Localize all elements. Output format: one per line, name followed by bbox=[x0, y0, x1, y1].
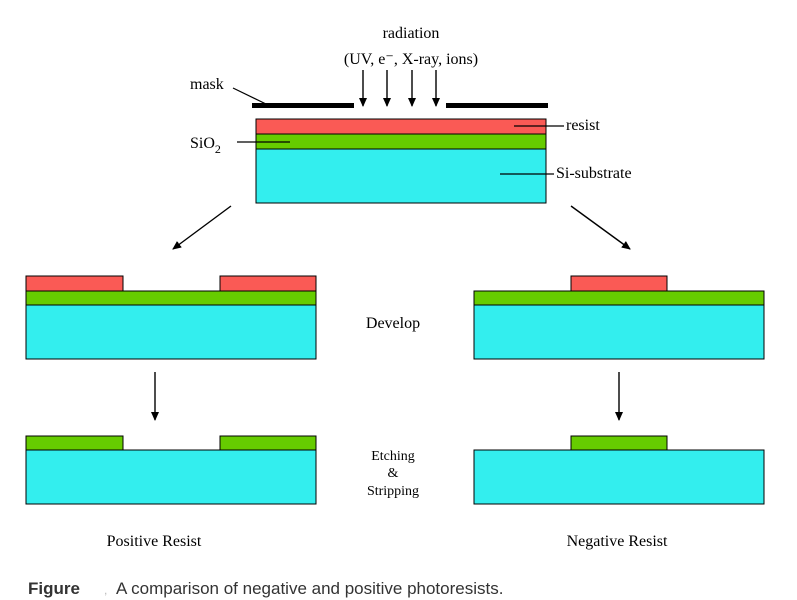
neg-etch-substrate bbox=[473, 449, 765, 505]
initial-stack bbox=[255, 118, 547, 204]
substrate-label: Si-substrate bbox=[556, 165, 632, 182]
etching-label: Etching bbox=[371, 449, 415, 464]
mask-left-plate bbox=[252, 103, 354, 108]
neg-dev-substrate bbox=[473, 304, 765, 360]
positive-etched-stack bbox=[25, 435, 317, 505]
negative-develop-stack bbox=[473, 275, 765, 360]
mask-right-plate bbox=[446, 103, 548, 108]
figure-caption-text: A comparison of negative and positive ph… bbox=[116, 579, 503, 598]
top-sio2-layer bbox=[255, 133, 547, 150]
pos-dev-resist-right bbox=[219, 275, 317, 292]
arrow-to-negative bbox=[570, 205, 631, 250]
pos-etch-sio2-right bbox=[219, 435, 317, 451]
negative-etched-stack bbox=[473, 435, 765, 505]
pos-dev-resist-left bbox=[25, 275, 124, 292]
top-substrate-layer bbox=[255, 148, 547, 204]
positive-develop-stack bbox=[25, 275, 317, 360]
pos-dev-sio2 bbox=[25, 290, 317, 306]
neg-etch-sio2-center bbox=[570, 435, 668, 451]
develop-label: Develop bbox=[366, 315, 420, 332]
neg-dev-resist-center bbox=[570, 275, 668, 292]
radiation-arrows bbox=[359, 70, 440, 107]
etching-ampersand: & bbox=[388, 466, 399, 481]
figure-caption-prefix: Figure bbox=[28, 579, 80, 598]
neg-dev-sio2 bbox=[473, 290, 765, 306]
sio2-label: SiO2 bbox=[190, 135, 221, 156]
radiation-types-label: (UV, e⁻, X-ray, ions) bbox=[344, 51, 478, 68]
mask-leader-line bbox=[232, 87, 267, 105]
pos-etch-sio2-left bbox=[25, 435, 124, 451]
pos-dev-substrate bbox=[25, 304, 317, 360]
figure-caption-separator: , bbox=[104, 583, 107, 597]
radiation-label: radiation bbox=[383, 25, 440, 42]
pos-etch-substrate bbox=[25, 449, 317, 505]
mask-label: mask bbox=[190, 76, 224, 93]
mask bbox=[252, 103, 548, 108]
negative-resist-title: Negative Resist bbox=[567, 533, 668, 550]
positive-resist-title: Positive Resist bbox=[107, 533, 202, 550]
stripping-label: Stripping bbox=[367, 484, 419, 499]
resist-label: resist bbox=[566, 117, 600, 134]
top-resist-layer bbox=[255, 118, 547, 135]
arrow-to-positive bbox=[172, 205, 232, 250]
